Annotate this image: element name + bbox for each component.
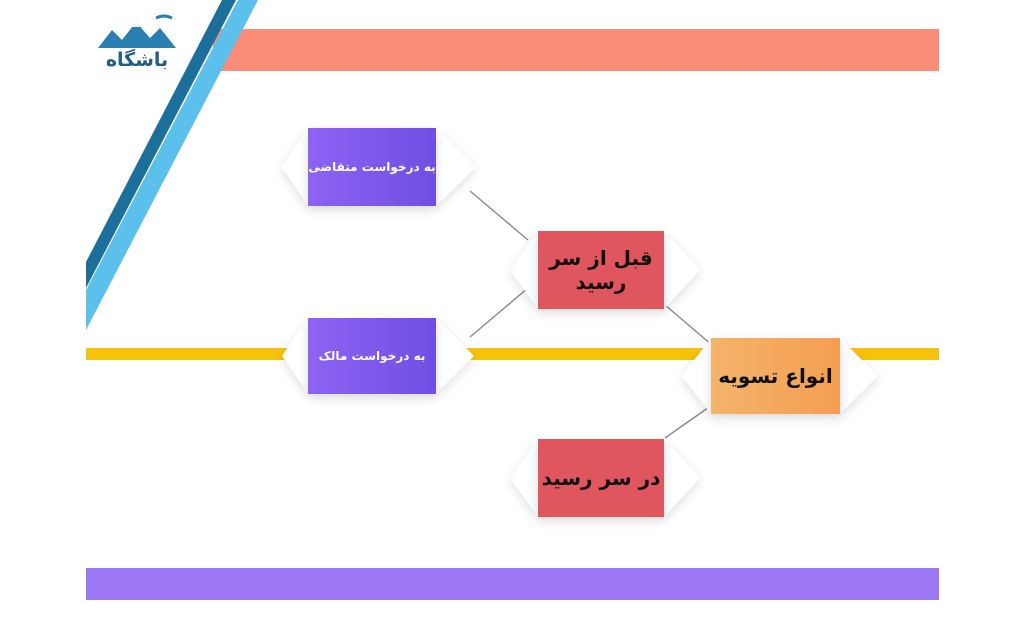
node-settlement-types: انواع تسویه [711, 338, 840, 414]
brand-logo[interactable]: باشگاه [98, 14, 178, 76]
node-before-due: قبل از سر رسید [538, 231, 664, 309]
arrow-tabs [282, 128, 878, 517]
diagonal-stripe-light [86, 0, 258, 330]
connector-lines [469, 190, 713, 439]
diagonal-stripe-dark [86, 0, 236, 288]
node-owner-request: به درخواست مالک [308, 318, 436, 394]
bottom-decor-band [86, 568, 939, 600]
node-at-due: در سر رسید [538, 439, 664, 517]
logo-text: باشگاه [105, 49, 169, 71]
mountain-icon [98, 14, 176, 48]
node-creditor-request: به درخواست متقاضی [308, 128, 436, 206]
top-decor-band [213, 29, 939, 71]
